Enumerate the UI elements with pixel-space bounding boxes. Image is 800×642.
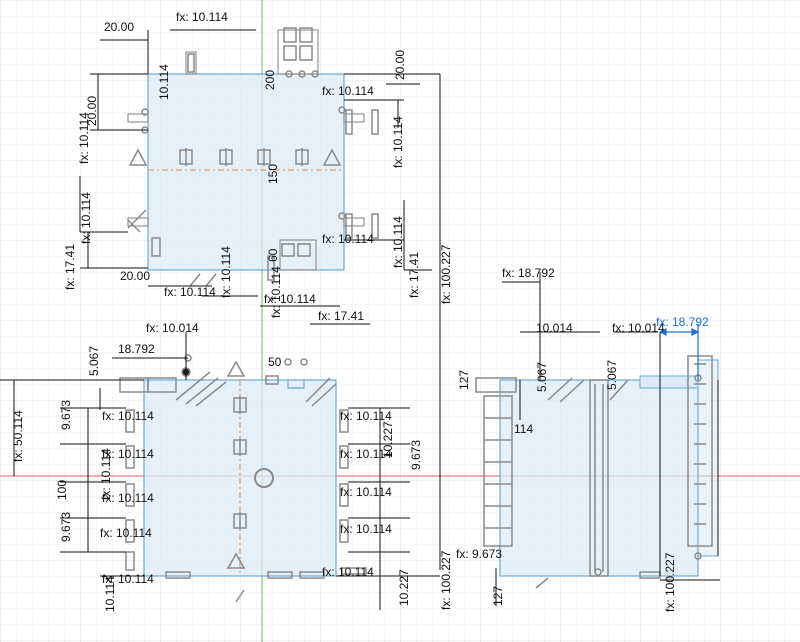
top-constraint-icons: [127, 27, 379, 287]
dim-top-fx-right-mid[interactable]: fx: 10.114: [322, 232, 374, 246]
dim-top-200[interactable]: 200: [263, 69, 277, 90]
dim-top-fx-bottom-b[interactable]: fx: 10.114: [219, 246, 233, 298]
dim-right-fx-18792[interactable]: fx: 18.792: [502, 266, 555, 280]
dim-top-width-bottom-left[interactable]: 20.00: [120, 269, 151, 283]
dim-left-9673-a[interactable]: 9.673: [59, 399, 73, 430]
dim-right-fx-9673[interactable]: fx: 9.673: [456, 547, 503, 561]
dim-left-10114[interactable]: 10.114: [103, 576, 117, 612]
dim-top-fx-overall-height[interactable]: fx: 100.227: [439, 244, 453, 304]
dim-right-fx-height[interactable]: fx: 100.227: [663, 552, 677, 612]
left-dimension-lines: [0, 332, 440, 610]
dim-left-fx-2[interactable]: fx: 10.114: [102, 447, 154, 461]
dim-left-100[interactable]: 100: [55, 479, 69, 500]
dim-top-width-right[interactable]: 20.00: [393, 49, 407, 80]
dim-left-fx-1[interactable]: fx: 10.114: [102, 409, 154, 423]
dim-top-fx-right-bottom[interactable]: fx: 17.41: [407, 251, 421, 298]
dim-left-18792[interactable]: 18.792: [118, 342, 155, 356]
dim-left-fx-3[interactable]: fx: 10.114: [102, 491, 154, 505]
dim-top-fx-right-vert-mid[interactable]: fx: 10.114: [391, 216, 405, 268]
dim-top-width-left[interactable]: 20.00: [104, 20, 135, 34]
dim-top-fx-bottom-d[interactable]: fx: 10.114: [264, 292, 316, 306]
dim-right-5067-a[interactable]: 5.067: [535, 361, 549, 392]
dim-left-fx-top[interactable]: fx: 10.014: [146, 321, 199, 335]
dim-left-fx-height[interactable]: fx: 100.227: [439, 550, 453, 610]
dim-left-5067[interactable]: 5.067: [87, 345, 101, 376]
dim-right-fx-10014[interactable]: fx: 10.014: [612, 321, 665, 335]
dim-left-9673-c[interactable]: 9.673: [409, 439, 423, 470]
dim-left-fx-r3[interactable]: fx: 10.114: [340, 522, 392, 536]
dim-left-fx-r5[interactable]: fx: 10.114: [340, 409, 392, 423]
dim-right-10014[interactable]: 10.014: [536, 321, 573, 335]
dim-left-10227-a[interactable]: 10.227: [381, 421, 395, 458]
top-dimension-lines: [79, 29, 441, 570]
dim-left-10227-b[interactable]: 10.227: [397, 569, 411, 606]
dim-top-fx-left-vert[interactable]: 10.114: [157, 64, 171, 100]
dim-top-fx-right[interactable]: fx: 10.114: [322, 84, 374, 98]
right-selected-dimension[interactable]: [658, 324, 700, 380]
right-dimension-lines: [495, 272, 720, 606]
dim-right-5067-b[interactable]: 5.067: [605, 359, 619, 390]
left-constraint-icons: [119, 354, 367, 603]
dim-top-fx-left-top[interactable]: fx: 10.114: [77, 112, 91, 164]
dim-left-fx-4[interactable]: fx: 10.114: [100, 526, 152, 540]
dim-left-fx-overall[interactable]: fx: 50.114: [11, 410, 25, 462]
dim-left-fx-5[interactable]: fx: 10.114: [102, 572, 154, 586]
right-sketch-profile[interactable]: [499, 359, 719, 577]
dim-left-50[interactable]: 50: [268, 355, 282, 369]
dim-top-fx-bottom-right[interactable]: fx: 17.41: [318, 309, 365, 323]
dim-top-fx-right-vert[interactable]: fx: 10.114: [391, 116, 405, 168]
dim-right-fx-18792-selected[interactable]: fx: 18.792: [656, 315, 709, 329]
dim-top-fx-left-bottom[interactable]: fx: 17.41: [63, 243, 77, 290]
dim-left-fx-r2[interactable]: fx: 10.114: [340, 485, 392, 499]
dim-right-127-b[interactable]: 127: [491, 585, 505, 606]
dim-top-fx[interactable]: fx: 10.114: [176, 10, 228, 24]
dim-top-60[interactable]: 60: [266, 248, 280, 262]
dim-right-114[interactable]: 114: [514, 422, 534, 436]
dim-left-fx-r1[interactable]: fx: 10.114: [340, 447, 392, 461]
dim-left-9673-b[interactable]: 9.673: [59, 511, 73, 542]
dim-top-150[interactable]: 150: [266, 163, 280, 184]
top-sketch-profile[interactable]: [127, 29, 365, 271]
dim-left-fx-6[interactable]: fx: 10.114: [99, 448, 113, 500]
dim-right-127-a[interactable]: 127: [457, 369, 471, 390]
dim-top-fx-left-mid[interactable]: fx: 10.114: [79, 192, 93, 244]
right-constraint-icons: [475, 355, 713, 589]
dim-left-fx-r4[interactable]: fx: 10.114: [322, 565, 374, 579]
dim-top-fx-bottom-a[interactable]: fx: 10.114: [164, 285, 216, 299]
